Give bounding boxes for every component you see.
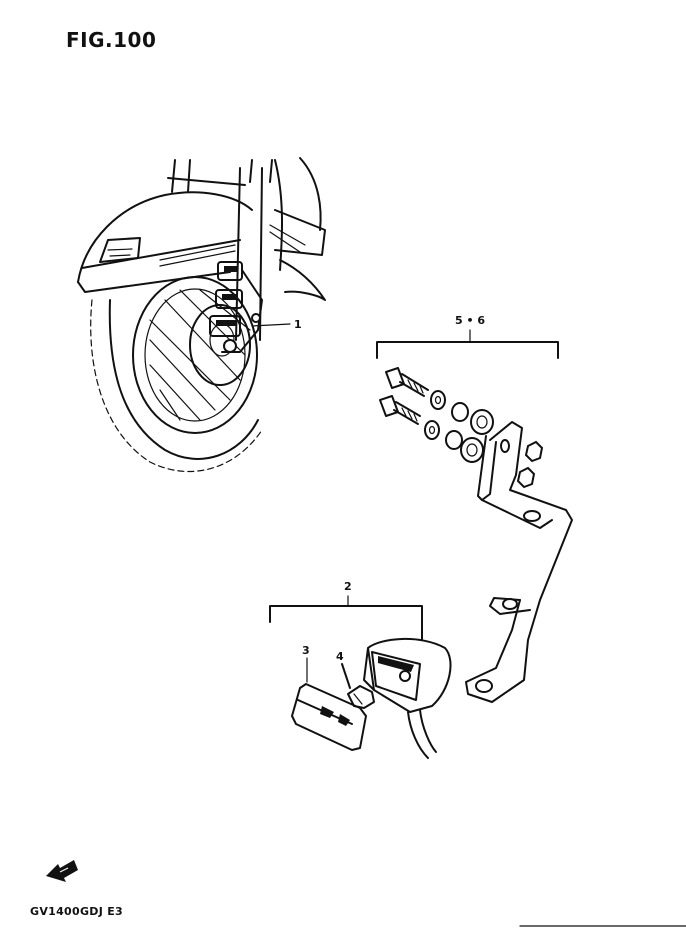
figure-title: FIG.100 — [66, 28, 157, 52]
callout-part-4: 4 — [336, 650, 344, 663]
bolt-upper — [385, 367, 429, 397]
callout-part-3: 3 — [302, 644, 310, 657]
grommet-upper — [470, 409, 494, 435]
horn-bracket — [465, 421, 573, 703]
signal-lens — [291, 657, 367, 751]
nut-upper — [524, 440, 544, 463]
nut-lower — [516, 466, 536, 489]
grommet-lower — [460, 437, 484, 463]
front-wheel-assembly — [77, 157, 326, 473]
callout-part-5-6: 5 • 6 — [455, 314, 485, 327]
signal-housing — [363, 638, 452, 759]
leader-line-part-1 — [251, 323, 291, 327]
callout-part-2: 2 — [344, 580, 352, 593]
group-bracket-2 — [269, 605, 423, 641]
washer-upper — [430, 390, 446, 410]
group-bracket-5-6 — [376, 341, 559, 359]
model-code: GV1400GDJ E3 — [30, 905, 124, 918]
washer-lower — [424, 420, 440, 440]
front-arrow-icon — [46, 860, 78, 882]
callout-part-1: 1 — [294, 318, 302, 331]
bolt-lower — [379, 395, 421, 425]
collar-upper — [451, 402, 469, 422]
collar-lower — [445, 430, 463, 450]
